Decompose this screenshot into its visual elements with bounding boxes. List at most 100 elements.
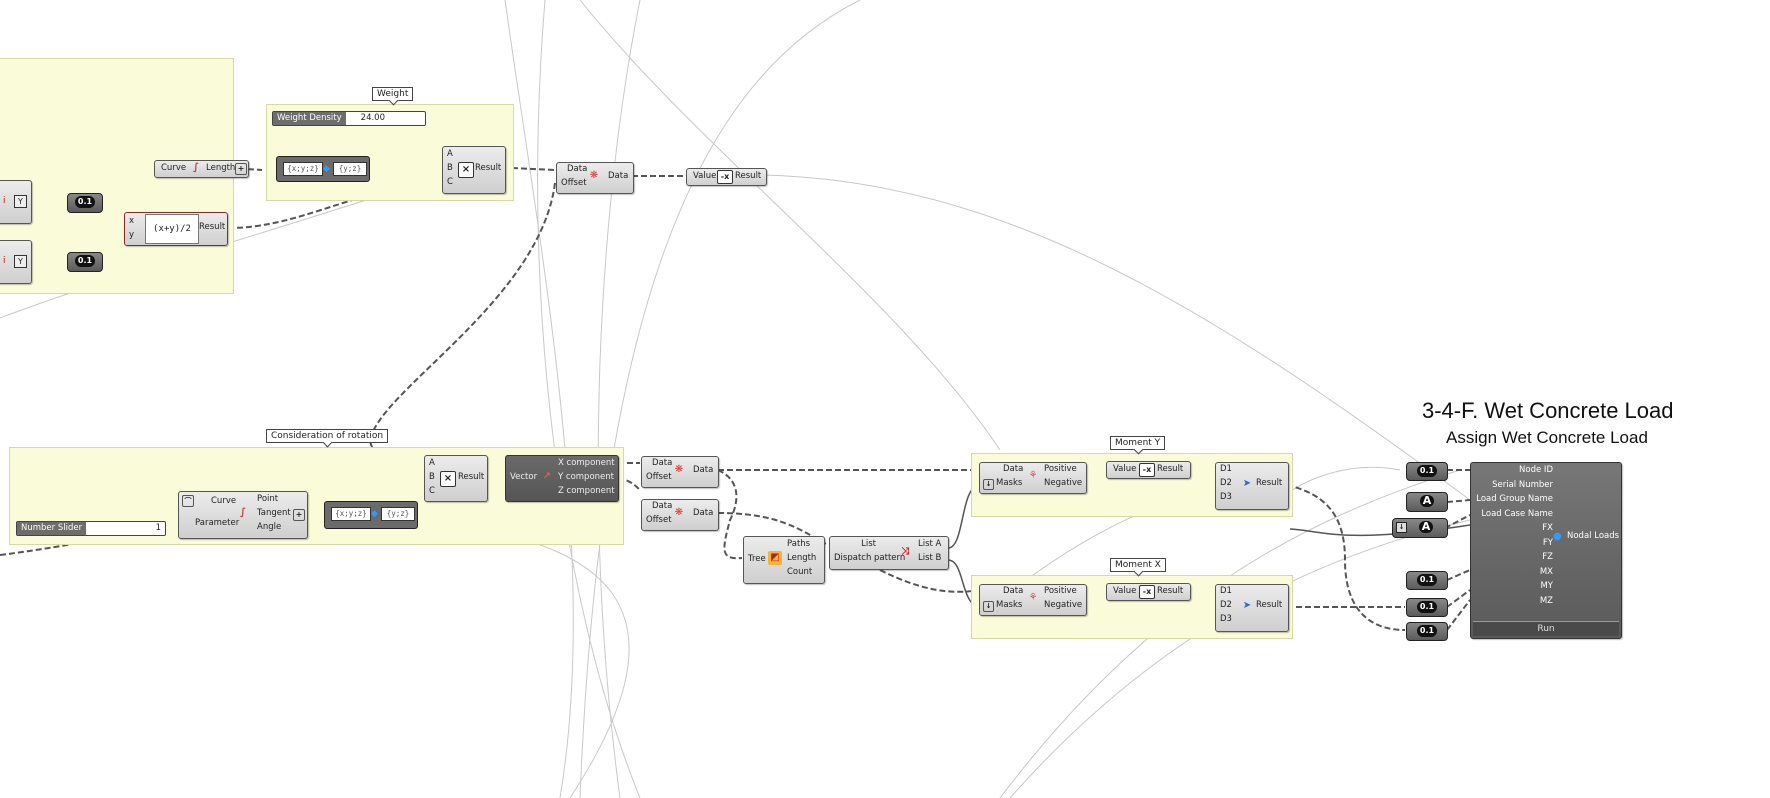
cull-pattern-icon: ⚘	[1028, 592, 1038, 603]
port-result: Result	[475, 163, 502, 173]
moment-x-tag: Moment X	[1110, 558, 1166, 572]
negative-icon: -x	[1139, 585, 1155, 599]
text-param-load-group[interactable]: A	[1406, 492, 1448, 512]
port-offset: Offset	[646, 515, 672, 525]
cull-pattern-component-y[interactable]: Data ↓ Masks ⚘ Positive Negative	[979, 462, 1087, 494]
port-data-out: Data	[693, 465, 714, 475]
text-param-load-case[interactable]: ↓ A	[1392, 518, 1448, 538]
curve-input-icon: ⌒	[182, 495, 194, 507]
merge-component-x[interactable]: D1 D2 D3 ➤ Result	[1215, 584, 1289, 632]
port-masks: Masks	[996, 600, 1023, 610]
nodal-input-port: FY	[1542, 537, 1553, 548]
nodal-icon: ●	[1553, 531, 1562, 542]
port-result: Result	[1256, 600, 1283, 610]
nodal-input-port: FX	[1542, 523, 1553, 533]
masks-input-icon: ↓	[983, 479, 994, 490]
tree-statistics-component[interactable]: Tree ◩ Paths Length Count	[743, 536, 825, 584]
weight-density-slider[interactable]: Weight Density 24.00	[272, 111, 426, 126]
port-vector: Vector	[510, 472, 538, 482]
merge-component-y[interactable]: D1 D2 D3 ➤ Result	[1215, 462, 1289, 510]
page-title: 3-4-F. Wet Concrete Load	[1422, 398, 1674, 423]
deconstruct-vector-component[interactable]: Vector ↗ X component Y component Z compo…	[505, 455, 619, 502]
vector-panel-bottom[interactable]: {x;y;z} ◆ {y;z}	[324, 501, 418, 529]
port-a: A	[429, 458, 435, 468]
swap-icon: ◆	[323, 164, 330, 174]
port-d3: D3	[1220, 614, 1232, 624]
port-b: B	[429, 472, 435, 482]
partial-component-bottom[interactable]: i Y	[0, 240, 32, 284]
shift-list-component-1[interactable]: Data Offset ❋ Data	[641, 456, 719, 488]
weight-tag: Weight	[372, 87, 414, 101]
multiply-component-top[interactable]: A B C × Result	[442, 146, 506, 194]
merge-icon: ➤	[1242, 478, 1252, 489]
port-nodal-loads: Nodal Loads	[1567, 531, 1620, 541]
number-param[interactable]: 0.1	[67, 193, 103, 213]
port-value: Value	[1113, 464, 1137, 474]
port-c: C	[447, 177, 453, 187]
port-count: Count	[787, 567, 813, 577]
port-positive: Positive	[1044, 586, 1077, 596]
tree-statistics-icon: ◩	[768, 551, 782, 565]
negative-component-x[interactable]: Value -x Result	[1106, 583, 1191, 601]
curve-length-component[interactable]: Curve ∫ Length +	[154, 160, 249, 178]
port-d1: D1	[1220, 586, 1232, 596]
port-result: Result	[735, 171, 762, 181]
port-dispatch-pattern: Dispatch pattern	[834, 553, 906, 563]
nodal-input-port: MZ	[1539, 595, 1553, 606]
masks-input-icon: ↓	[983, 601, 994, 612]
multiply-component-bottom[interactable]: A B C × Result	[424, 455, 488, 502]
expression-component[interactable]: x y (x+y)/2 Result	[124, 212, 228, 246]
run-button-label: Run	[1537, 624, 1555, 634]
curve-length-icon: ∫	[192, 162, 200, 173]
rotation-tag: Consideration of rotation	[266, 429, 389, 443]
shift-list-component-2[interactable]: Data Offset ❋ Data	[641, 499, 719, 531]
port-result: Result	[1256, 478, 1283, 488]
negative-component-y[interactable]: Value -x Result	[1106, 461, 1191, 479]
number-param-mx[interactable]: 0.1	[1406, 571, 1448, 590]
cull-pattern-component-x[interactable]: Data ↓ Masks ⚘ Positive Negative	[979, 584, 1087, 616]
port-data: Data	[1003, 464, 1024, 474]
negative-icon: -x	[1139, 463, 1155, 477]
nodal-input-port: MX	[1539, 566, 1553, 577]
number-param-mz[interactable]: 0.1	[1406, 622, 1448, 641]
port-point: Point	[257, 494, 279, 504]
port-d2: D2	[1220, 600, 1232, 610]
port-result: Result	[1157, 586, 1184, 596]
evaluate-curve-component[interactable]: ⌒ Curve Parameter ∫ Point Tangent Angle …	[178, 491, 308, 539]
panel-yz: {y;z}	[381, 507, 415, 521]
port-angle: Angle	[257, 522, 282, 532]
dispatch-component[interactable]: List Dispatch pattern ⤨ List A List B	[829, 536, 949, 570]
port-value: Value	[693, 171, 717, 181]
panel-yz: {y;z}	[333, 162, 367, 176]
expression-text: (x+y)/2	[145, 214, 199, 244]
port-result: Result	[199, 222, 226, 232]
run-button[interactable]: Run	[1473, 621, 1619, 636]
partial-component-top[interactable]: i Y	[0, 180, 32, 224]
number-param[interactable]: 0.1	[67, 252, 103, 272]
i-label: i	[3, 196, 6, 206]
port-x: x	[129, 216, 135, 226]
y-button[interactable]: Y	[14, 255, 27, 268]
port-positive: Positive	[1044, 464, 1077, 474]
shift-list-component-top[interactable]: Data Offset ❋ Data	[556, 162, 634, 194]
port-data-out: Data	[608, 171, 629, 181]
vector-panel-top[interactable]: {x;y;z} ◆ {y;z}	[276, 156, 370, 182]
port-y: y	[129, 230, 135, 240]
port-offset: Offset	[561, 178, 587, 188]
number-param-my[interactable]: 0.1	[1406, 598, 1448, 617]
y-button[interactable]: Y	[14, 195, 27, 208]
port-result: Result	[1157, 464, 1184, 474]
port-d2: D2	[1220, 478, 1232, 488]
multiply-icon: ×	[458, 162, 474, 178]
number-slider[interactable]: Number Slider 1	[16, 521, 166, 536]
negative-component-top[interactable]: Value -x Result	[686, 168, 767, 186]
input-arrow-icon: ↓	[1396, 522, 1407, 533]
dispatch-icon: ⤨	[901, 546, 909, 557]
expand-icon[interactable]: +	[235, 163, 247, 175]
slider-label: Number Slider	[17, 522, 87, 535]
port-value: Value	[1113, 586, 1137, 596]
number-param-node-id[interactable]: 0.1	[1406, 462, 1448, 481]
port-d3: D3	[1220, 492, 1232, 502]
expand-icon[interactable]: +	[293, 509, 305, 521]
